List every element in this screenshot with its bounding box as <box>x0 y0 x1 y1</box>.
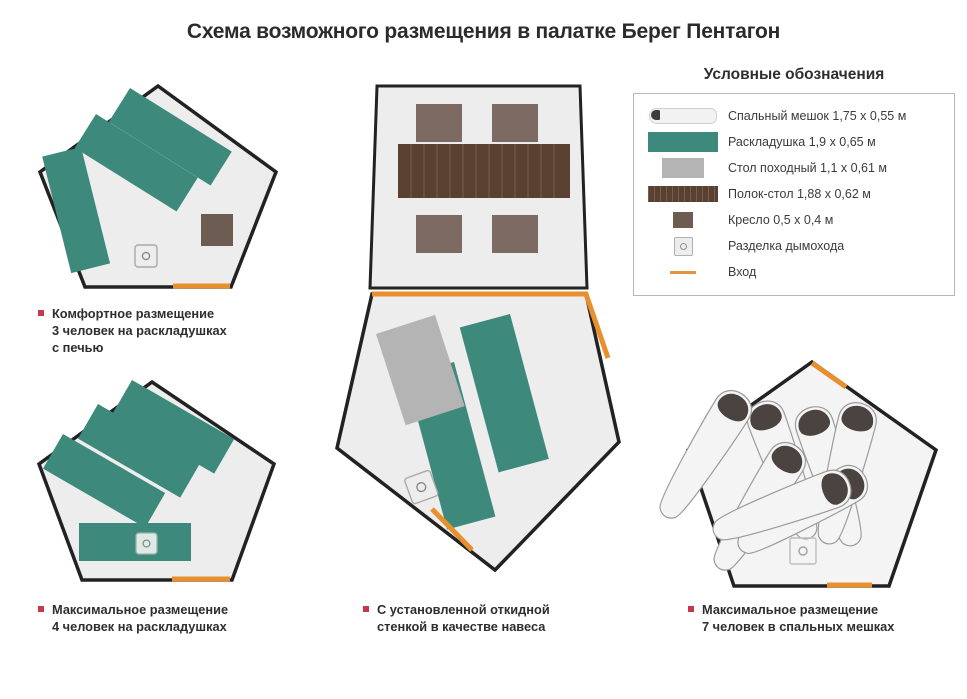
cot-2 <box>78 404 201 498</box>
caption-comfort-3-cots-stove: Комфортное размещение 3 человек на раскл… <box>38 305 227 356</box>
cot-4 <box>79 523 191 561</box>
legend-item-bench-table: Полок-стол 1,88 х 0,62 м <box>644 181 944 207</box>
cot-1 <box>112 380 235 474</box>
cot-group <box>42 88 232 274</box>
cot-1 <box>108 88 232 186</box>
legend-label: Вход <box>728 265 757 279</box>
chimney-vent-icon <box>134 244 158 268</box>
entrance-icon <box>644 261 722 283</box>
cot-1 <box>459 314 549 473</box>
diagram-max-7-sleeping-bags <box>648 358 944 593</box>
legend-label: Раскладушка 1,9 х 0,65 м <box>728 135 876 149</box>
diagram-max-4-cots <box>34 378 284 588</box>
entrance-line-top <box>810 360 848 390</box>
camp-table-icon <box>644 157 722 179</box>
page-title: Схема возможного размещения в палатке Бе… <box>186 20 781 43</box>
legend-box: Спальный мешок 1,75 х 0,55 м Раскладушка… <box>633 93 955 296</box>
chimney-vent-icon <box>404 469 439 505</box>
cot-3 <box>42 147 111 274</box>
legend-item-chair: Кресло 0,5 х 0,4 м <box>644 207 944 233</box>
chair-3 <box>416 215 462 253</box>
caption-max-4-cots: Максимальное размещение 4 человек на рас… <box>38 601 228 635</box>
entrance-line-top <box>372 291 611 359</box>
cot-3 <box>43 434 166 528</box>
legend: Условные обозначения Спальный мешок 1,75… <box>633 66 955 296</box>
legend-item-sleeping-bag: Спальный мешок 1,75 х 0,55 м <box>644 103 944 129</box>
bench-table <box>398 144 570 198</box>
legend-label: Кресло 0,5 х 0,4 м <box>728 213 834 227</box>
chimney-vent-icon <box>644 235 722 257</box>
entrance-line-bottom <box>430 507 474 552</box>
bench-table-icon <box>644 183 722 205</box>
chair-4 <box>492 215 538 253</box>
chair-icon <box>644 209 722 231</box>
chair-2 <box>492 104 538 142</box>
legend-label: Разделка дымохода <box>728 239 845 253</box>
legend-item-camp-table: Стол походный 1,1 х 0,61 м <box>644 155 944 181</box>
legend-item-cot: Раскладушка 1,9 х 0,65 м <box>644 129 944 155</box>
legend-label: Полок-стол 1,88 х 0,62 м <box>728 187 871 201</box>
cot-2 <box>74 114 198 212</box>
diagram-comfort-3-cots-stove <box>34 82 284 297</box>
legend-label: Стол походный 1,1 х 0,61 м <box>728 161 888 175</box>
legend-item-chimney-vent: Разделка дымохода <box>644 233 944 259</box>
legend-item-entrance: Вход <box>644 259 944 285</box>
sleeping-bag-icon <box>644 105 722 127</box>
diagram-awning-configuration <box>332 82 632 587</box>
cot-icon <box>644 131 722 153</box>
caption-awning-configuration: С установленной откидной стенкой в качес… <box>363 601 550 635</box>
cot-group <box>43 380 235 561</box>
legend-label: Спальный мешок 1,75 х 0,55 м <box>728 109 907 123</box>
chimney-vent-icon <box>135 532 158 555</box>
caption-max-7-sleeping-bags: Максимальное размещение 7 человек в спал… <box>688 601 894 635</box>
chair-1 <box>416 104 462 142</box>
chair-1 <box>201 214 233 246</box>
chimney-vent-icon <box>789 537 817 565</box>
camp-table <box>376 314 465 426</box>
legend-title: Условные обозначения <box>703 66 885 83</box>
